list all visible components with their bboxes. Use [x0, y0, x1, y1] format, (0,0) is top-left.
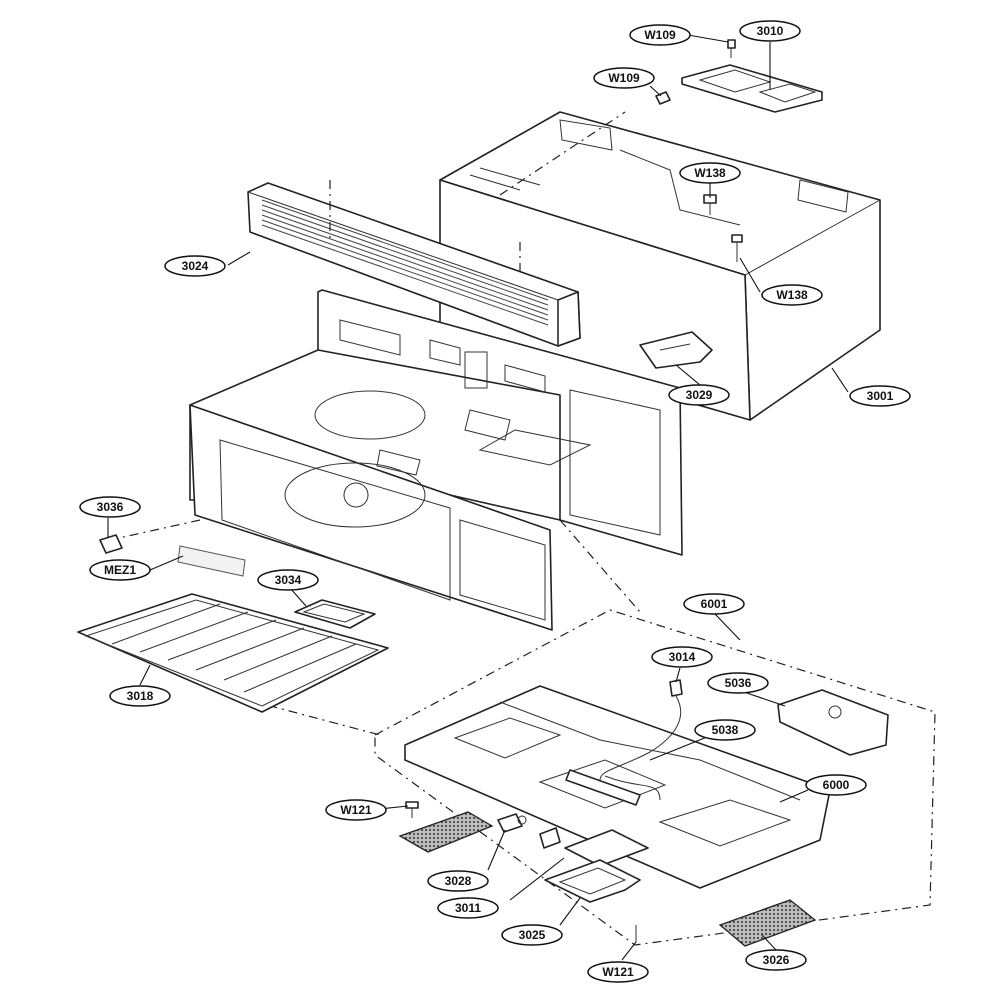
svg-text:6000: 6000 [823, 778, 850, 792]
callout-w109-left: W109 [593, 67, 655, 89]
rack-3018 [77, 593, 389, 713]
svg-text:3001: 3001 [867, 389, 894, 403]
svg-text:3025: 3025 [519, 928, 546, 942]
lamp-3011 [539, 827, 649, 867]
svg-text:3010: 3010 [757, 24, 784, 38]
callout-5036: 5036 [707, 672, 769, 694]
svg-text:3028: 3028 [445, 874, 472, 888]
grille-slats [261, 199, 549, 326]
bracket-3029 [639, 331, 713, 369]
callout-w138-right: W138 [761, 284, 823, 306]
plate-3034 [294, 599, 376, 629]
svg-text:6001: 6001 [701, 597, 728, 611]
svg-text:W121: W121 [340, 803, 372, 817]
callout-3026: 3026 [745, 949, 807, 971]
clip-3036 [99, 534, 123, 554]
callout-6000: 6000 [805, 774, 867, 796]
svg-text:3024: 3024 [182, 259, 209, 273]
screw-w121-left [405, 801, 419, 818]
callout-mez1: MEZ1 [89, 559, 151, 581]
cover-5036 [777, 689, 889, 756]
callout-3034: 3034 [257, 569, 319, 591]
wiring-3014 [565, 679, 683, 806]
svg-text:3014: 3014 [669, 650, 696, 664]
callout-3010: 3010 [739, 20, 801, 42]
vent-grille-3024 [247, 182, 581, 347]
callout-3029: 3029 [668, 384, 730, 406]
callout-3014: 3014 [651, 646, 713, 668]
callout-3036: 3036 [79, 496, 141, 518]
svg-text:W109: W109 [608, 71, 640, 85]
svg-text:MEZ1: MEZ1 [104, 563, 136, 577]
grease-filter-3026 [718, 899, 817, 947]
callout-w121-left: W121 [325, 799, 387, 821]
glass-mez1 [177, 545, 246, 577]
svg-text:W138: W138 [776, 288, 808, 302]
callout-w121-bottom: W121 [587, 961, 649, 983]
screw-w138-right [731, 234, 743, 262]
callout-3001: 3001 [849, 385, 911, 407]
callout-w138-top: W138 [679, 162, 741, 184]
socket-3028 [497, 813, 527, 833]
svg-text:3018: 3018 [127, 689, 154, 703]
lens-3025 [544, 859, 641, 903]
oven-cavity [189, 289, 683, 631]
callout-3011: 3011 [437, 897, 499, 919]
callout-6001: 6001 [683, 593, 745, 615]
grease-filter-left [398, 811, 494, 853]
callout-5038: 5038 [694, 719, 756, 741]
svg-text:3034: 3034 [275, 573, 302, 587]
screw-w109-top [727, 39, 736, 58]
svg-text:W109: W109 [644, 28, 676, 42]
callout-3028: 3028 [427, 870, 489, 892]
svg-text:W121: W121 [602, 965, 634, 979]
callout-w109-top: W109 [629, 24, 691, 46]
callout-3018: 3018 [109, 685, 171, 707]
top-bracket-3010 [681, 64, 823, 113]
svg-text:3011: 3011 [455, 901, 481, 915]
svg-text:3036: 3036 [97, 500, 124, 514]
svg-text:5038: 5038 [712, 723, 739, 737]
svg-text:W138: W138 [694, 166, 726, 180]
callout-3025: 3025 [501, 924, 563, 946]
svg-text:5036: 5036 [725, 676, 752, 690]
screw-w138-top [703, 194, 717, 215]
callout-3024: 3024 [164, 255, 226, 277]
svg-text:3029: 3029 [686, 388, 713, 402]
svg-text:3026: 3026 [763, 953, 790, 967]
